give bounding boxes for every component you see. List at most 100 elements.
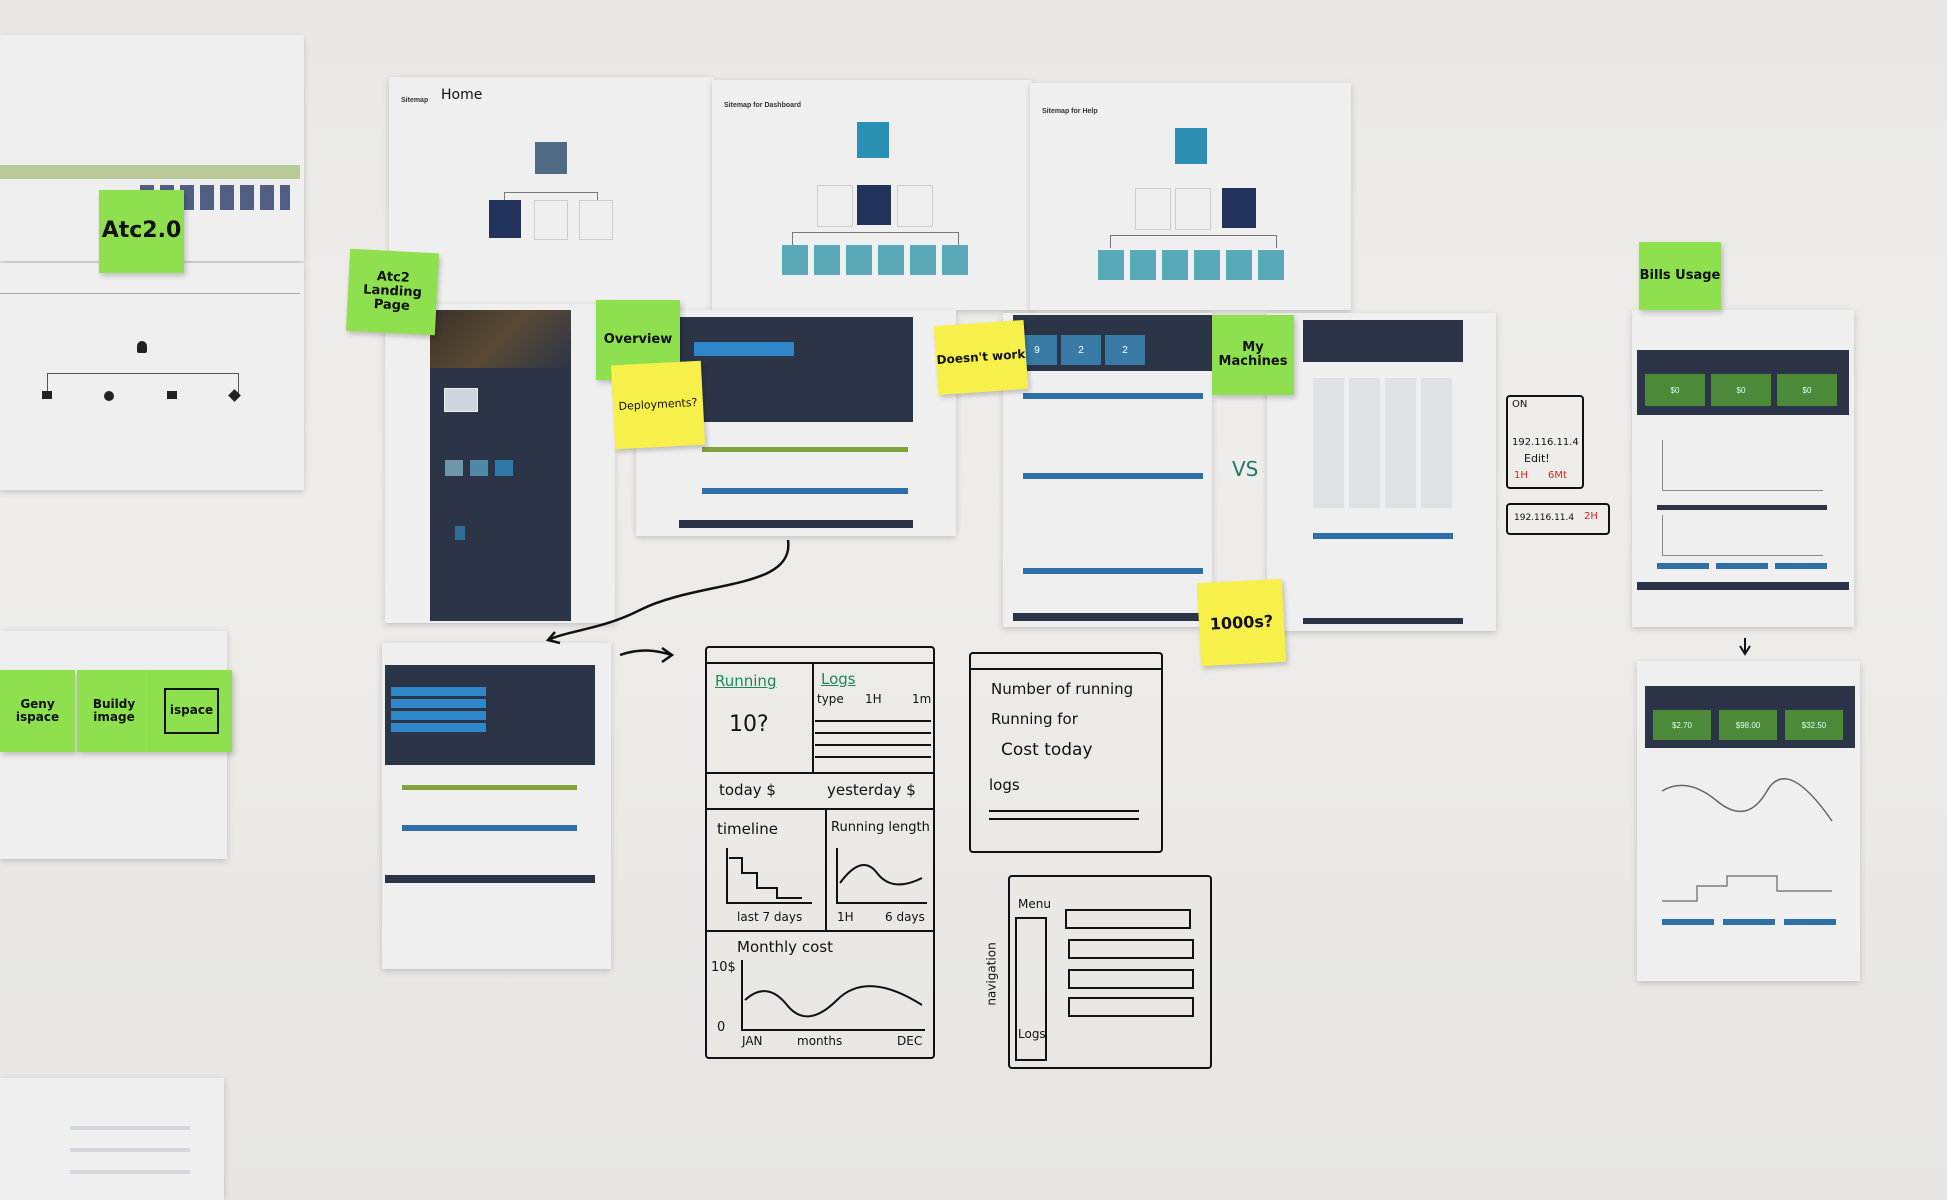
sticky-geny: Geny ispace — [0, 670, 75, 752]
nav-column — [1015, 917, 1047, 1061]
footer — [1637, 582, 1849, 590]
running-machine-bar — [694, 342, 794, 356]
edit-label: Edit! — [1524, 452, 1550, 465]
monthly-cost-chart — [1662, 440, 1823, 491]
timeline-sketch-chart — [726, 848, 812, 904]
text-line — [70, 1148, 190, 1152]
monthly-cost-label: Monthly cost — [737, 938, 833, 956]
arrow-to-sketch — [619, 646, 675, 664]
sticky-ispace: ispace — [151, 670, 232, 752]
running-label: Running — [715, 672, 777, 690]
sticky-buildy: Buildy image — [77, 670, 151, 752]
table-header — [1023, 473, 1203, 479]
dashboard-paper: 9 2 2 — [1003, 313, 1213, 627]
divider — [812, 664, 814, 772]
timeline-caption: last 7 days — [737, 910, 803, 924]
divider — [707, 662, 933, 664]
running-value: 10? — [729, 712, 769, 737]
running-list — [391, 687, 486, 732]
on-label: ON — [1512, 399, 1528, 410]
logs-label: Logs — [1018, 1027, 1046, 1041]
export-button[interactable] — [1716, 563, 1768, 569]
folder-icon — [42, 391, 52, 399]
sitemap-dashboard-title: Sitemap for Dashboard — [724, 102, 802, 109]
monthly-cost-sketch-chart — [741, 960, 925, 1031]
export-button[interactable] — [1723, 919, 1775, 925]
mobile-row-sketch: 192.116.11.4 2H — [1506, 503, 1610, 535]
target-icon — [104, 391, 114, 401]
sticky-bills-usage: Bills Usage — [1639, 242, 1721, 310]
rl-start: 1H — [837, 910, 854, 924]
ispace-label: ispace — [163, 688, 220, 734]
vs-annotation: VS — [1232, 457, 1259, 481]
y-zero: 0 — [717, 1020, 726, 1035]
sticky-atc20: Atc2.0 — [99, 190, 184, 273]
table-header — [1023, 568, 1203, 574]
divider — [0, 293, 300, 294]
divider — [707, 930, 933, 932]
export-button[interactable] — [1662, 919, 1714, 925]
card — [445, 460, 463, 476]
text-line — [70, 1170, 190, 1174]
mobile-card-sketch: ON 192.116.11.4 Edit! 1H 6Mt — [1506, 395, 1584, 489]
journeys-paper — [0, 263, 304, 490]
divider — [707, 808, 933, 810]
running-length-label: Running length — [831, 820, 930, 835]
bills-header: $0 $0 $0 — [1637, 350, 1849, 415]
content-block — [1068, 997, 1194, 1017]
overview-header — [679, 317, 913, 422]
sitemap-dashboard-paper: Sitemap for Dashboard — [712, 80, 1032, 310]
table-header — [702, 447, 908, 452]
footer — [1303, 618, 1463, 624]
sitemap-node — [897, 185, 933, 227]
cost-stat: $0 — [1777, 374, 1837, 406]
sitemap-node — [1162, 250, 1188, 280]
table-header — [702, 488, 908, 494]
logs-table — [815, 710, 931, 760]
card — [470, 460, 488, 476]
landing-page-mockup — [430, 310, 571, 621]
text-line — [70, 1126, 190, 1130]
sticky-landing: Atc2 Landing Page — [345, 248, 440, 336]
node-row — [0, 165, 300, 179]
tree-connector — [47, 373, 239, 394]
landing-page-paper — [385, 304, 615, 623]
card — [495, 460, 513, 476]
sitemap-node — [579, 200, 613, 240]
sitemap-node — [535, 142, 567, 174]
sitemap-node — [814, 245, 840, 275]
cost-today: Cost today — [1001, 740, 1093, 760]
bills-filled-paper: $2.70 $98.00 $32.50 — [1637, 661, 1860, 981]
export-button[interactable] — [1775, 563, 1827, 569]
sitemap-help-paper: Sitemap for Help — [1030, 83, 1351, 310]
export-button[interactable] — [1784, 919, 1836, 925]
cost-stat: $2.70 — [1653, 710, 1711, 740]
bills-paper: $0 $0 $0 — [1632, 310, 1854, 627]
folder-icon — [167, 391, 177, 399]
laptop-image — [444, 388, 478, 412]
export-button[interactable] — [1657, 563, 1709, 569]
yesterday-label: yesterday $ — [827, 781, 916, 799]
logs-label: Logs — [821, 670, 856, 688]
sitemap-node — [782, 245, 808, 275]
logs-rows — [989, 804, 1139, 826]
handwritten-home: Home — [441, 87, 483, 103]
sitemap-help-title: Sitemap for Help — [1042, 108, 1098, 115]
tree-connector — [792, 232, 959, 245]
monthly-hours-chart — [1662, 515, 1823, 556]
sitemap-node — [1258, 250, 1284, 280]
divider — [707, 772, 933, 774]
ip-label: 192.116.11.4 — [1512, 437, 1579, 448]
sitemap-node — [1130, 250, 1156, 280]
cost-stat: $32.50 — [1785, 710, 1843, 740]
sitemap-node — [817, 185, 853, 227]
sitemap-node — [846, 245, 872, 275]
time-label: 6Mt — [1548, 470, 1567, 481]
cost-stat: $98.00 — [1719, 710, 1777, 740]
stat-tile: 2 — [1105, 335, 1145, 365]
arrow-bills-down — [1739, 638, 1751, 656]
overview-paper — [636, 310, 956, 536]
hero-image — [430, 310, 571, 368]
x-mid: months — [797, 1034, 843, 1048]
sticky-doesnt-work: Doesn't work — [933, 319, 1029, 396]
